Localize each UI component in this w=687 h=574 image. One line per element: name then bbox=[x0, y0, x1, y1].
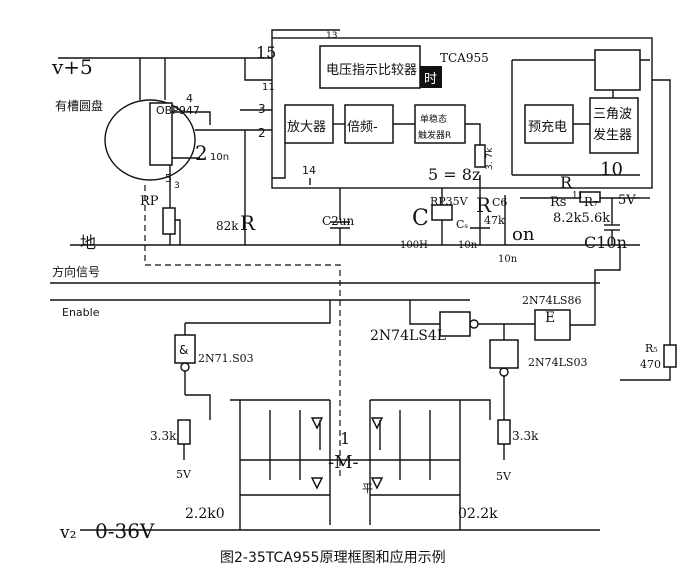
precharge-text: 预充电 bbox=[528, 119, 567, 135]
motor-top-label: 1 bbox=[340, 429, 350, 448]
timer-text: 时 bbox=[424, 72, 437, 87]
gate-and-label: & bbox=[179, 343, 188, 357]
r82k-R-label: R bbox=[240, 211, 256, 235]
rp-potentiometer bbox=[162, 207, 176, 235]
n2-label: 2 bbox=[195, 141, 208, 165]
diode-right bbox=[370, 417, 384, 430]
doubler-text: 倍频- bbox=[347, 120, 378, 135]
ground-label: 地 bbox=[80, 233, 96, 252]
top-right-block bbox=[594, 49, 641, 91]
gate-ls4-label: 2N74LS4L bbox=[370, 328, 446, 344]
s5-8z-label: 5 = 8z bbox=[428, 165, 480, 184]
r37k-label: 3. 7k bbox=[485, 147, 495, 170]
c10n-b-label: 10n bbox=[458, 240, 478, 251]
r82k-label: 82k bbox=[216, 219, 239, 233]
dashed-link-left bbox=[144, 185, 341, 420]
direction-label: 方向信号 bbox=[52, 264, 100, 279]
c10n-d-label: C10n bbox=[584, 233, 627, 252]
gate-e-label: E bbox=[545, 310, 555, 326]
r7-label: R₇ bbox=[584, 195, 598, 209]
c10n-c-label: 10n bbox=[498, 254, 518, 265]
r47k-label: 47k bbox=[484, 214, 505, 227]
r82k56k-label: 8.2k5.6k bbox=[553, 211, 610, 226]
on-label: on bbox=[512, 224, 535, 245]
ping-label: 平 bbox=[362, 482, 373, 495]
voltage-comparator-block bbox=[319, 45, 421, 89]
optical-sensor bbox=[149, 102, 173, 166]
monostable-text-1: 单稳态 bbox=[420, 113, 447, 125]
pin11-label: 11 bbox=[262, 82, 275, 93]
n10-label: 10 bbox=[600, 159, 623, 180]
c6-label: C6 bbox=[492, 196, 507, 209]
c2un-label: C2un bbox=[322, 214, 355, 228]
pin15-label: 15 bbox=[256, 43, 276, 62]
r-small-label: R bbox=[560, 173, 573, 192]
chip-pin2-label: 2 bbox=[258, 126, 266, 140]
voltage-comparator-text: 电压指示比较器 bbox=[326, 63, 417, 78]
r3k3-left-label: 3.3k bbox=[150, 429, 177, 443]
v5-right-label: 5V bbox=[496, 470, 512, 483]
figure-caption: 图2-35TCA955原理框图和应用示例 bbox=[220, 549, 446, 566]
pin3-sensor-label: 3 bbox=[174, 181, 180, 191]
rp-label: RP bbox=[140, 194, 159, 209]
c-big-label: C bbox=[412, 206, 429, 231]
pin14-label: 14 bbox=[302, 164, 316, 177]
triangle-generator-block bbox=[589, 97, 639, 154]
pin5-label: 5 bbox=[165, 172, 172, 185]
chip-pin3-label: 3 bbox=[258, 102, 266, 116]
r7-resistor bbox=[579, 191, 601, 203]
disk-label: 有槽圆盘 bbox=[55, 98, 103, 113]
v5-left-label: 5V bbox=[176, 468, 192, 481]
v5-label: 5V bbox=[618, 193, 636, 208]
motor-label: -M- bbox=[328, 452, 359, 473]
tca955-chip bbox=[271, 37, 653, 189]
c100h-label: 100H bbox=[400, 240, 428, 251]
gate-ls86 bbox=[534, 309, 571, 341]
gate-ls03-right-label: 2N74LS03 bbox=[528, 356, 587, 369]
r470-label: 470 bbox=[640, 358, 661, 371]
rs-label: Rs bbox=[550, 195, 566, 210]
rp35v-label: RP35V bbox=[430, 195, 469, 208]
chip-name: TCA955 bbox=[440, 51, 489, 65]
enable-label: Enable bbox=[62, 306, 100, 319]
gate-ls86-label: 2N74LS86 bbox=[522, 294, 581, 307]
amplifier-block bbox=[284, 104, 334, 144]
r-3k7 bbox=[474, 144, 486, 168]
r11-label: 11 bbox=[572, 191, 583, 201]
vplus-label: v+5 bbox=[51, 55, 93, 79]
triangle-text-1: 三角波 bbox=[593, 107, 632, 122]
slotted-disk bbox=[104, 99, 196, 181]
v2-label: v₂ bbox=[59, 523, 76, 543]
cs-label: Cₛ bbox=[456, 218, 468, 231]
precharge-block bbox=[524, 104, 574, 144]
pin4-label: 4 bbox=[186, 92, 193, 105]
sensor-label: OBP947 bbox=[156, 104, 200, 117]
monostable-text-2: 触发器R bbox=[418, 129, 451, 141]
pin13-label: 13 bbox=[326, 31, 337, 41]
triangle-text-2: 发生器 bbox=[593, 127, 632, 143]
amplifier-text: 放大器 bbox=[287, 120, 326, 135]
c10n-a-label: 10n bbox=[210, 152, 229, 163]
gate-ls03-left-label: 2N71.S03 bbox=[198, 352, 254, 365]
v2-range-label: 0-36V bbox=[95, 519, 155, 543]
r2k2-right-label: 02.2k bbox=[458, 506, 498, 522]
timer-block bbox=[420, 66, 442, 88]
r2k2-left-label: 2.2k0 bbox=[185, 506, 225, 522]
r3k3-right-label: 3.3k bbox=[512, 429, 539, 443]
r5-label: R₅ bbox=[645, 342, 658, 355]
r-big-label: R bbox=[476, 193, 492, 217]
diode-left bbox=[310, 417, 324, 430]
